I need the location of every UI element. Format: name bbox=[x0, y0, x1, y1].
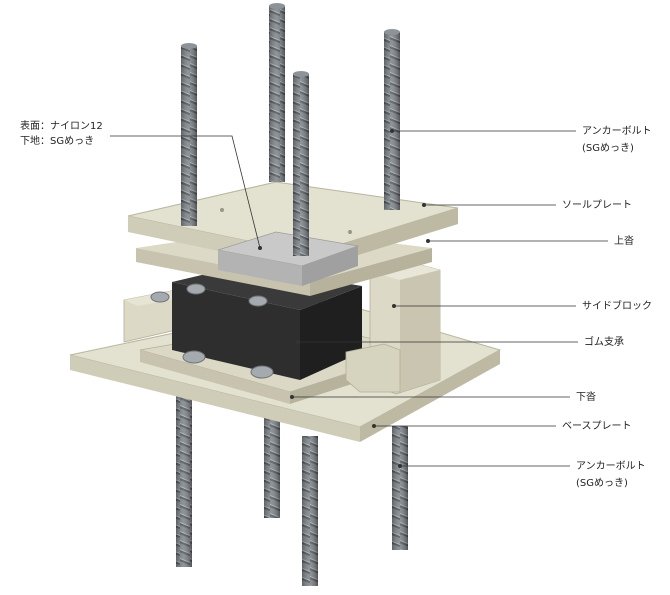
anchor-bolt-bottom-label: アンカーボルト bbox=[576, 461, 646, 472]
anchor-bolts-bottom bbox=[176, 395, 408, 586]
lower-shoe-label: 下沓 bbox=[576, 392, 596, 403]
anchor-bolts-top bbox=[181, 3, 400, 256]
rubber-bearing-label: ゴム支承 bbox=[584, 337, 624, 348]
coating-surface-label: 表面：ナイロン12 bbox=[20, 121, 103, 132]
base-plate-label: ベースプレート bbox=[562, 421, 632, 432]
leader-lines bbox=[110, 128, 608, 468]
side-block-label: サイドブロック bbox=[582, 301, 652, 312]
coating-base-label: 下地：SGめっき bbox=[20, 136, 95, 147]
anchor-bolt-bottom-sublabel: (SGめっき) bbox=[576, 478, 628, 489]
nylon-plate bbox=[217, 231, 360, 286]
anchor-bolt-top-sublabel: (SGめっき) bbox=[582, 143, 634, 154]
sole-plate-label: ソールプレート bbox=[562, 200, 632, 211]
upper-shoe-label: 上沓 bbox=[614, 236, 634, 247]
anchor-bolt-top-label: アンカーボルト bbox=[582, 126, 652, 137]
side-block-right bbox=[345, 261, 441, 395]
